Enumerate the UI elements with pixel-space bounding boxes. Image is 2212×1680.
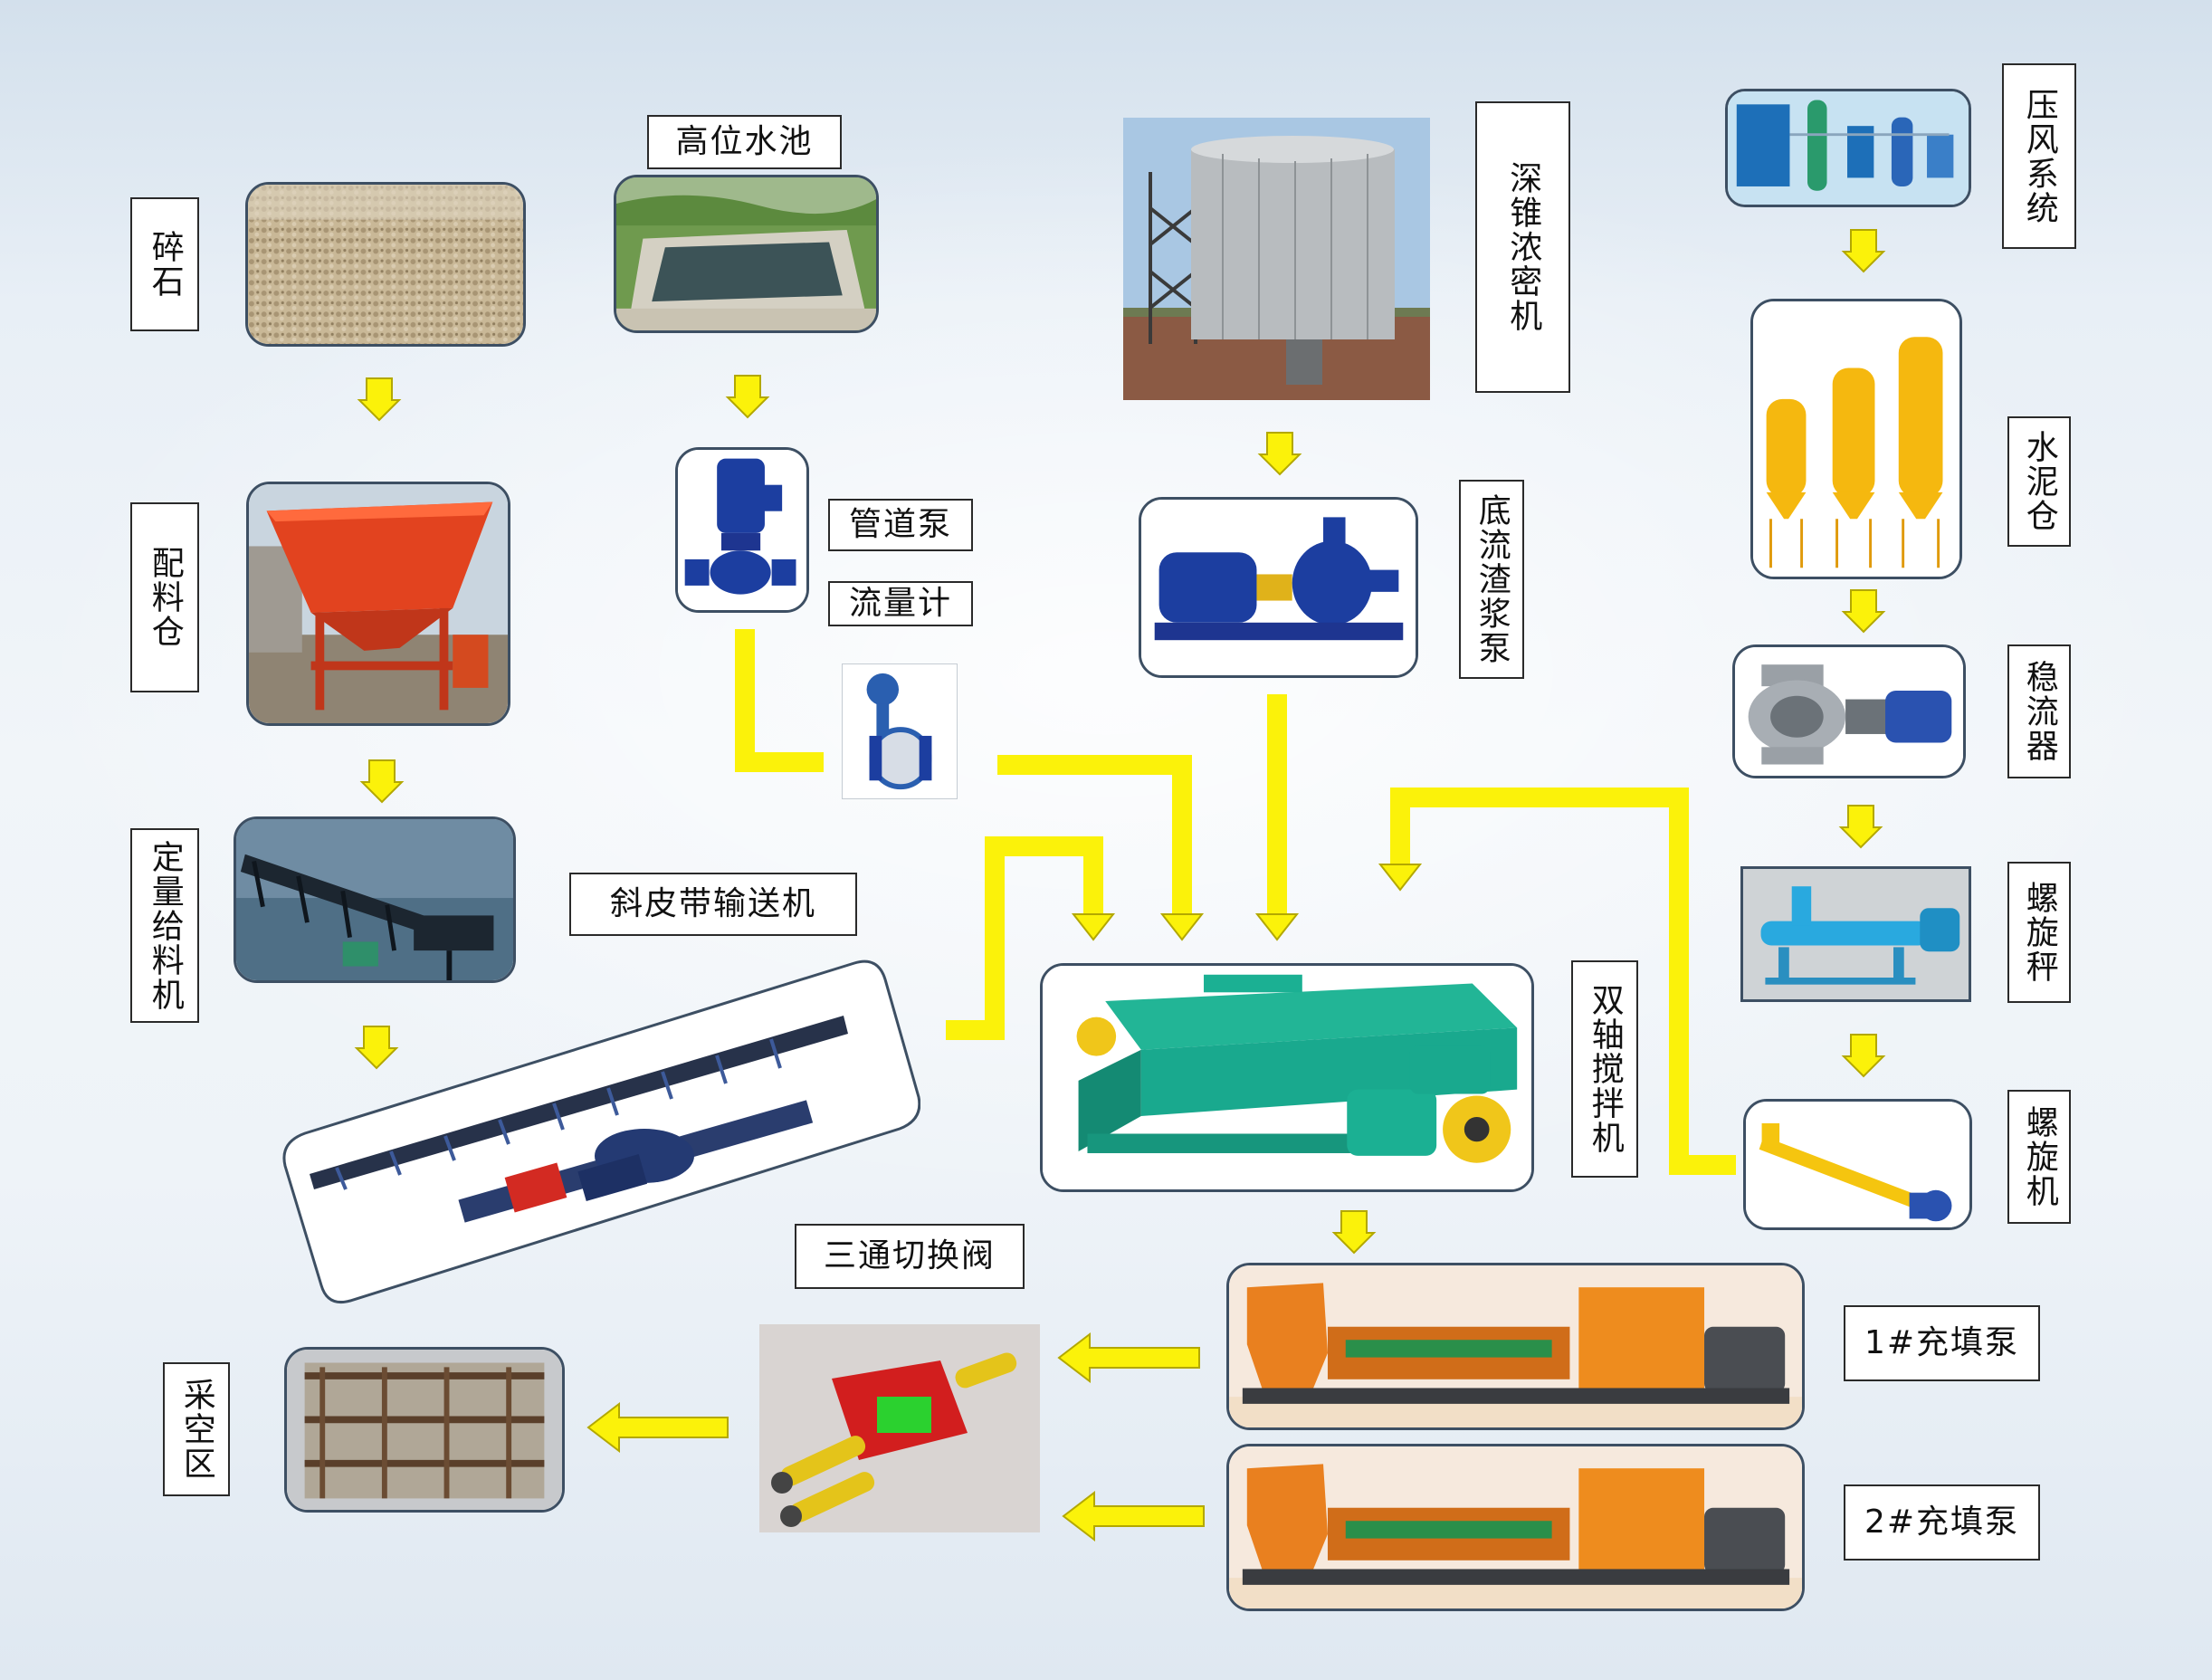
fill-pump-1-photo — [1226, 1263, 1805, 1430]
label-high-water-pool: 高位水池 — [647, 115, 842, 169]
label-cement-silo: 水泥仓 — [2007, 416, 2071, 547]
gravel-pile-icon — [248, 185, 523, 344]
fill-pump-icon — [1229, 1446, 1802, 1608]
label-gravel: 碎石 — [130, 197, 199, 331]
label-compressed-air-system: 压风系统 — [2002, 63, 2076, 249]
arrow-valve-to-goaf — [586, 1401, 729, 1454]
cement-silo-photo — [1750, 299, 1962, 579]
water-pool-icon — [616, 177, 876, 330]
arrow-mixer-to-pumps — [1331, 1210, 1377, 1255]
arrow-feeder-to-conveyor — [354, 1026, 399, 1070]
connector-conveyor-to-mixer-head — [1071, 913, 1116, 941]
connector-conveyor-to-mixer — [946, 836, 1103, 1040]
label-flow-meter: 流量计 — [828, 581, 973, 626]
arrow-stabilizer-to-scale — [1838, 805, 1883, 849]
flow-meter-icon — [843, 664, 957, 798]
hopper-icon — [249, 484, 508, 723]
thickener-tank-icon — [1123, 118, 1430, 400]
arrow-thickener-to-slurry-pump — [1257, 432, 1302, 476]
twin-shaft-mixer-icon — [1043, 966, 1531, 1189]
belt-conveyor-photo — [282, 952, 921, 1310]
three-way-valve-icon — [759, 1324, 1040, 1532]
arrow-pump2-to-valve — [1062, 1490, 1205, 1542]
arrow-scale-to-conveyor — [1841, 1034, 1886, 1078]
water-pool-photo — [614, 175, 879, 333]
label-batching-bin: 配料仓 — [130, 502, 199, 692]
connector-meter-to-mixer-head — [1159, 913, 1205, 941]
pipeline-pump-photo — [675, 447, 809, 613]
label-inclined-belt-conveyor: 斜皮带输送机 — [569, 873, 857, 936]
arrow-pool-to-pump — [725, 375, 770, 419]
screw-conveyor-photo — [1743, 1099, 1972, 1230]
thickener-photo — [1123, 118, 1430, 400]
label-flow-stabilizer: 稳流器 — [2007, 644, 2071, 778]
fill-pump-icon — [1229, 1265, 1802, 1427]
label-fill-pump-1: 1#充填泵 — [1844, 1305, 2040, 1381]
rotary-valve-icon — [1735, 647, 1963, 776]
label-twin-shaft-mixer: 双轴搅拌机 — [1571, 960, 1638, 1178]
connector-pump-to-meter — [735, 629, 824, 772]
goaf-support-icon — [287, 1350, 562, 1510]
connector-meter-to-mixer — [997, 755, 1192, 914]
twin-shaft-mixer-photo — [1040, 963, 1534, 1192]
label-three-way-valve: 三通切换阀 — [795, 1224, 1025, 1289]
air-system-photo — [1725, 89, 1971, 207]
slurry-pump-icon — [1141, 500, 1416, 675]
connector-slurry-to-mixer-head — [1254, 913, 1300, 941]
label-quantitative-feeder: 定量给料机 — [130, 828, 199, 1023]
connector-screw-to-mixer-head — [1378, 864, 1423, 892]
arrow-bin-to-feeder — [359, 759, 405, 804]
batching-bin-photo — [246, 482, 510, 726]
arrow-gravel-to-bin — [357, 377, 402, 422]
feeder-photo — [234, 816, 516, 983]
label-deep-cone-thickener: 深锥浓密机 — [1475, 101, 1570, 393]
gravel-photo — [245, 182, 526, 347]
goaf-photo — [284, 1347, 565, 1513]
label-goaf: 采空区 — [163, 1362, 230, 1496]
three-way-valve-photo — [759, 1324, 1040, 1532]
air-compressor-icon — [1728, 91, 1969, 205]
cement-silos-icon — [1753, 301, 1959, 577]
screw-conveyor-icon — [1746, 1102, 1969, 1227]
feeder-conveyor-icon — [236, 819, 513, 980]
label-underflow-slurry-pump: 底流渣浆泵 — [1459, 480, 1524, 679]
vertical-pump-icon — [678, 450, 806, 610]
belt-conveyor-icon — [282, 959, 921, 1304]
screw-scale-photo — [1740, 866, 1971, 1002]
arrow-silo-to-stabilizer — [1841, 589, 1886, 634]
label-screw-conveyor: 螺旋机 — [2007, 1090, 2071, 1224]
flow-meter-photo — [842, 663, 958, 799]
connector-screw-to-mixer — [1390, 788, 1736, 1175]
arrow-pump1-to-valve — [1057, 1332, 1200, 1384]
label-pipeline-pump: 管道泵 — [828, 499, 973, 551]
fill-pump-2-photo — [1226, 1444, 1805, 1611]
flow-stabilizer-photo — [1732, 644, 1966, 778]
label-screw-scale: 螺旋秤 — [2007, 862, 2071, 1003]
label-fill-pump-2: 2#充填泵 — [1844, 1484, 2040, 1561]
screw-scale-icon — [1743, 869, 1969, 999]
arrow-air-to-silo — [1841, 229, 1886, 273]
slurry-pump-photo — [1139, 497, 1418, 678]
